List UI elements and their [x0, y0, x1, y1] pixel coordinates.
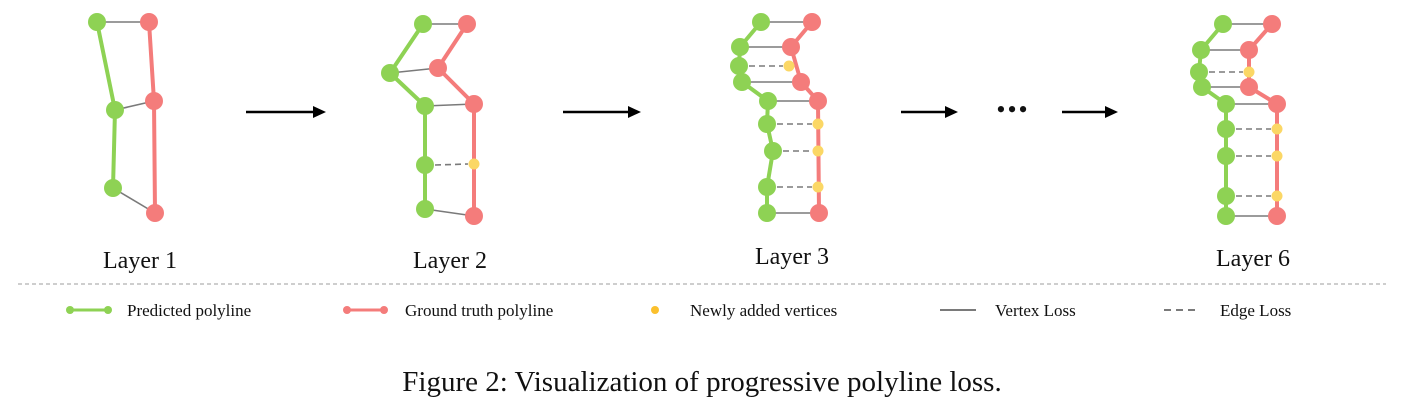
- arrow-head: [313, 106, 326, 118]
- layer-1-diagram: [88, 13, 164, 222]
- panels: [88, 13, 1286, 225]
- predicted-vertex: [416, 200, 434, 218]
- new-vertex: [783, 60, 795, 72]
- predicted-vertex: [1217, 120, 1235, 138]
- layer-6-label: Layer 6: [1216, 246, 1290, 272]
- predicted-vertex: [1217, 207, 1235, 225]
- legend-new-vertex-swatch: [651, 306, 659, 314]
- legend-predicted-label: Predicted polyline: [127, 301, 251, 320]
- predicted-vertex: [1217, 95, 1235, 113]
- arrow: [563, 106, 641, 118]
- predicted-vertex: [1192, 41, 1210, 59]
- legend-predicted-swatch: [66, 306, 112, 314]
- layer-6-diagram: [1190, 15, 1286, 225]
- predicted-vertex: [88, 13, 106, 31]
- legend-edge-loss-label: Edge Loss: [1220, 301, 1291, 320]
- predicted-vertex: [104, 179, 122, 197]
- ground-truth-vertex: [809, 92, 827, 110]
- predicted-vertex: [414, 15, 432, 33]
- ground-truth-vertex: [1268, 95, 1286, 113]
- predicted-vertex: [758, 115, 776, 133]
- ground-truth-vertex: [145, 92, 163, 110]
- ground-truth-vertex: [1263, 15, 1281, 33]
- predicted-vertex: [1193, 78, 1211, 96]
- legend: Predicted polyline Ground truth polyline…: [66, 301, 1291, 320]
- new-vertex: [1243, 66, 1255, 78]
- ground-truth-vertex: [1240, 41, 1258, 59]
- predicted-vertex: [758, 204, 776, 222]
- predicted-vertex: [1217, 147, 1235, 165]
- arrow-head: [945, 106, 958, 118]
- layer-1-label: Layer 1: [103, 248, 177, 274]
- new-vertex: [1271, 123, 1283, 135]
- predicted-vertex: [1217, 187, 1235, 205]
- ellipsis: •••: [996, 95, 1029, 124]
- predicted-polyline: [388, 22, 427, 209]
- ground-truth-vertex: [1268, 207, 1286, 225]
- edge-loss-line: [434, 163, 469, 166]
- predicted-vertex: [758, 178, 776, 196]
- predicted-vertex: [1190, 63, 1208, 81]
- ground-truth-vertex: [458, 15, 476, 33]
- new-vertex: [1271, 150, 1283, 162]
- new-vertex: [468, 158, 480, 170]
- legend-ground-truth-swatch: [343, 306, 388, 314]
- layer-3-diagram: [730, 13, 828, 222]
- predicted-vertex: [731, 38, 749, 56]
- ground-truth-polyline: [436, 22, 476, 216]
- layer-3-label: Layer 3: [755, 244, 829, 270]
- new-vertex: [812, 145, 824, 157]
- ground-truth-vertex: [803, 13, 821, 31]
- figure-caption: Figure 2: Visualization of progressive p…: [402, 366, 1001, 398]
- legend-vertex-loss-label: Vertex Loss: [995, 301, 1076, 320]
- ground-truth-vertex: [140, 13, 158, 31]
- legend-ground-truth-label: Ground truth polyline: [405, 301, 553, 320]
- new-vertex: [812, 181, 824, 193]
- predicted-vertex: [381, 64, 399, 82]
- arrow: [1062, 106, 1118, 118]
- ground-truth-polyline: [147, 21, 157, 214]
- arrow-head: [1105, 106, 1118, 118]
- predicted-vertex: [416, 97, 434, 115]
- predicted-vertex: [759, 92, 777, 110]
- ground-truth-vertex: [810, 204, 828, 222]
- predicted-vertex: [752, 13, 770, 31]
- predicted-vertex: [1214, 15, 1232, 33]
- ground-truth-vertex: [429, 59, 447, 77]
- new-vertex: [1271, 190, 1283, 202]
- predicted-vertex: [106, 101, 124, 119]
- progression-arrows: [246, 106, 1118, 118]
- predicted-vertex: [733, 73, 751, 91]
- layer-2-diagram: [381, 15, 483, 225]
- ground-truth-vertex: [146, 204, 164, 222]
- arrow: [901, 106, 958, 118]
- ground-truth-vertex: [465, 95, 483, 113]
- predicted-vertex: [416, 156, 434, 174]
- ground-truth-vertex: [792, 73, 810, 91]
- predicted-vertex: [764, 142, 782, 160]
- arrow: [246, 106, 326, 118]
- layer-2-label: Layer 2: [413, 248, 487, 274]
- new-vertex: [812, 118, 824, 130]
- ground-truth-vertex: [465, 207, 483, 225]
- arrow-head: [628, 106, 641, 118]
- ground-truth-vertex: [1240, 78, 1258, 96]
- predicted-vertex: [730, 57, 748, 75]
- ground-truth-vertex: [782, 38, 800, 56]
- legend-new-vertices-label: Newly added vertices: [690, 301, 837, 320]
